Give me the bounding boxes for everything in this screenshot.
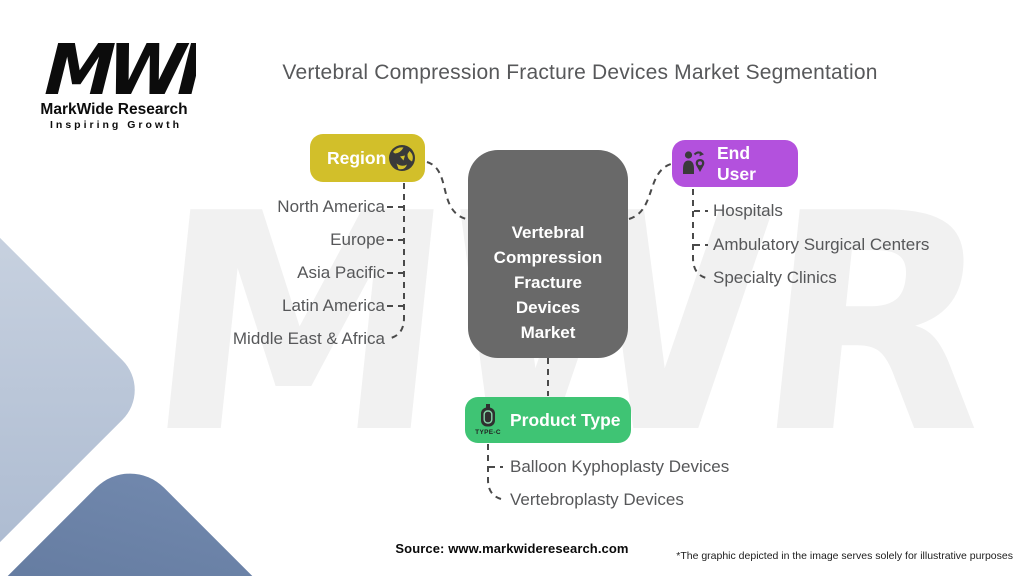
logo-tagline: Inspiring Growth (50, 119, 182, 131)
page-title: Vertebral Compression Fracture Devices M… (282, 61, 878, 84)
logo-name: MarkWide Research (40, 101, 187, 118)
end-user-item: Specialty Clinics (713, 268, 837, 287)
end-user-item: Hospitals (713, 201, 783, 220)
disclaimer-text: *The graphic depicted in the image serve… (676, 550, 1013, 562)
segment-end-user-label: End User (717, 142, 756, 184)
enduser-branch-line (692, 189, 707, 279)
product-type-item: Vertebroplasty Devices (510, 490, 684, 509)
region-item: Europe (330, 230, 385, 249)
region-item: Latin America (282, 296, 385, 315)
segment-region: Region (310, 134, 425, 182)
globe-icon (387, 143, 417, 173)
usb-type-c-caption: TYPE-C (475, 429, 501, 436)
product-branch-line (487, 444, 502, 500)
source-text: Source: www.markwideresearch.com (395, 541, 629, 556)
segment-product-type: TYPE-C Product Type (465, 397, 631, 443)
center-market-label: Vertebral Compression Fracture Devices M… (493, 223, 603, 342)
markwide-logo: MWR MarkWide Research Inspiring Growth (36, 34, 196, 131)
end-user-item: Ambulatory Surgical Centers (713, 235, 930, 254)
logo-acronym: MWR (36, 34, 196, 111)
region-item: Asia Pacific (297, 263, 385, 282)
segment-region-label: Region (327, 147, 387, 168)
region-to-center-curve (426, 161, 467, 220)
region-branch-line (390, 183, 405, 339)
segment-end-user: End User (672, 140, 798, 187)
center-market-node: Vertebral Compression Fracture Devices M… (468, 150, 628, 358)
region-item: North America (277, 197, 385, 216)
center-to-enduser-curve (628, 163, 672, 220)
usb-type-c-icon: TYPE-C (475, 404, 501, 436)
segment-product-type-label: Product Type (510, 409, 621, 430)
region-item: Middle East & Africa (232, 329, 385, 348)
product-type-item: Balloon Kyphoplasty Devices (510, 457, 730, 476)
person-location-icon (682, 150, 708, 177)
